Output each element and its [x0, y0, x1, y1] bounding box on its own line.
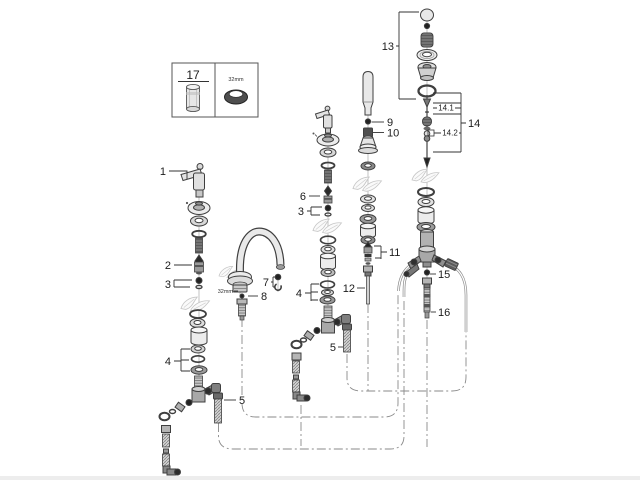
valve-body-tee-2: [321, 305, 351, 334]
callout-1: 1: [160, 166, 166, 178]
callout-10: 10: [387, 128, 399, 140]
part-3-ball-and-ring-2: [324, 204, 332, 217]
supply-hose-chain: [158, 399, 193, 476]
leader-lines: [169, 11, 466, 401]
column-3-handshower: [358, 70, 378, 305]
manifold-body: [403, 229, 459, 278]
bottom-edge: [0, 476, 640, 480]
callout-16: 16: [438, 307, 450, 319]
valve-body-tee: [191, 375, 221, 403]
callout-17-label: 17: [186, 68, 200, 82]
column-4-manifold: [403, 8, 459, 319]
part-7-ball-and-clip: [273, 273, 282, 291]
ring-stack-upper: [190, 215, 208, 239]
handshower-wand: [362, 70, 374, 116]
part-14-rod-assembly: [422, 95, 432, 169]
part-8-adapter: [236, 293, 248, 321]
part-12-pullout-hose: [363, 262, 373, 305]
part-1-lever-handle: [180, 163, 205, 198]
box-ring-size-label: 32mm: [228, 77, 244, 83]
part-5-braided-hose-2: [342, 323, 352, 353]
escutcheon-cap-2: [316, 133, 340, 147]
part-2-cartridge: [194, 254, 204, 275]
ring-group-4-col4: [416, 187, 436, 232]
small-lever-handle: [314, 105, 333, 134]
cartridge-sleeve-2: [324, 169, 332, 184]
callout-13: 13: [382, 41, 394, 53]
ring-stack-upper-2: [319, 147, 337, 170]
callout-9: 9: [387, 117, 393, 129]
spout-outlet: [275, 264, 286, 270]
part-11-check-valve: [363, 241, 373, 262]
callout-8: 8: [261, 291, 267, 303]
callout-labels: 1 2 3 4 5 6 3 4 5 7 8 9 10 11 12 13 14 1…: [160, 41, 480, 407]
part-15-ball: [423, 269, 431, 276]
callout-11: 11: [389, 247, 400, 259]
spout-nut-size-label: 32mm: [218, 289, 234, 295]
part-5-braided-hose: [213, 392, 223, 424]
part-3-ball-and-ring: [195, 277, 203, 290]
part-17-tool: [186, 83, 200, 113]
spout-base: [227, 271, 253, 293]
column-1-left-valve: [158, 163, 223, 476]
sparkle-mark-2: [312, 132, 318, 137]
ring-group-4-col2: [319, 280, 336, 305]
callout-7: 7: [263, 277, 269, 289]
supply-hose-chain-2: [290, 327, 321, 402]
part-13-knob-stack: [416, 8, 438, 98]
part-16-connector: [422, 277, 432, 319]
part-17-box: 17 32mm: [171, 62, 259, 118]
ring-stack-col3: [359, 161, 377, 245]
hose-routing-lines: [218, 293, 467, 450]
part-9-ball: [364, 118, 372, 125]
spout-group: [227, 227, 286, 321]
routing-u1: [346, 332, 467, 392]
column-2-middle-valve: [290, 105, 352, 402]
part-6-cartridge: [323, 185, 333, 204]
ring-stack-lower: [189, 309, 208, 375]
callout-14-1: 14.1: [438, 104, 454, 113]
escutcheon-cap: [187, 201, 211, 215]
cartridge-sleeve: [195, 237, 203, 254]
ring-stack-mid-2: [319, 235, 337, 277]
callout-6: 6: [300, 191, 306, 203]
part-17-oring: [224, 89, 248, 105]
routing-u2: [241, 293, 399, 418]
spout-tube-fill: [237, 228, 284, 274]
callout-14-2: 14.2: [442, 129, 458, 138]
callout-4-col2: 4: [296, 288, 302, 300]
callout-14: 14: [468, 118, 480, 130]
callout-12: 12: [343, 283, 355, 295]
callout-3-col2: 3: [298, 206, 304, 218]
routing-u3: [218, 298, 405, 450]
callout-4-col1: 4: [165, 356, 171, 368]
callout-5-col2: 5: [330, 342, 336, 354]
callout-5-col1: 5: [239, 395, 245, 407]
callout-15: 15: [438, 269, 450, 281]
handshower-base: [358, 135, 378, 154]
callout-3-col1: 3: [165, 279, 171, 291]
callout-2: 2: [165, 260, 171, 272]
